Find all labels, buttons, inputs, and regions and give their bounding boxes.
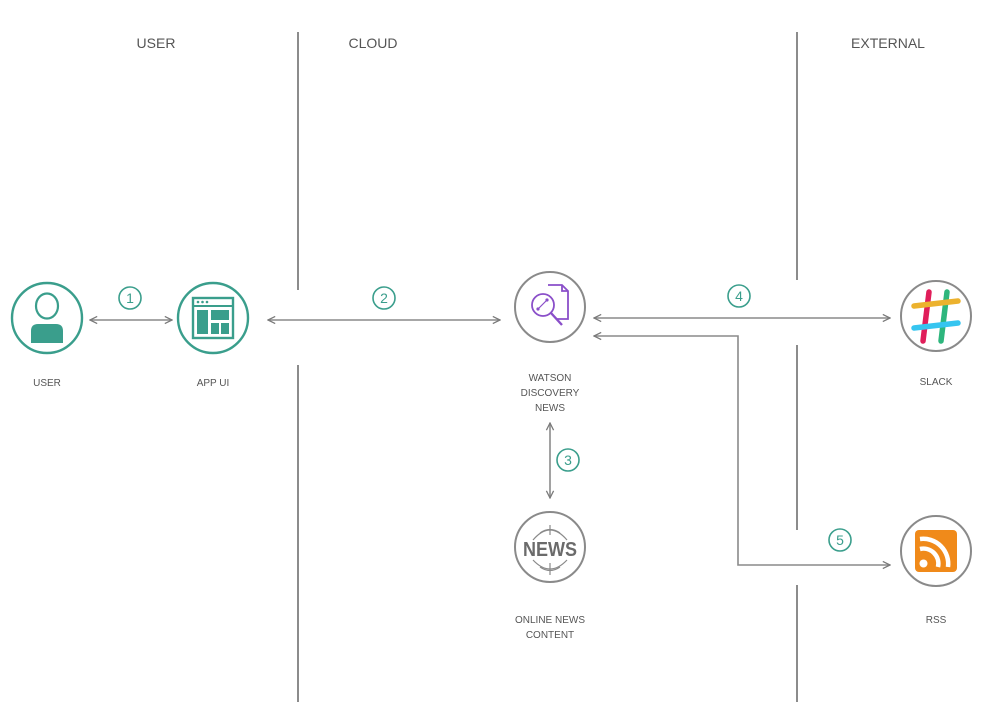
- step-number: 3: [564, 452, 572, 468]
- app-window-icon: [191, 296, 235, 340]
- discovery-magnifier-icon: [531, 284, 569, 326]
- connectors: [90, 318, 890, 565]
- slack-hash-icon: [911, 289, 961, 344]
- zone-label-cloud: CLOUD: [348, 35, 397, 51]
- step-badge-3: 3: [556, 448, 580, 472]
- step-number: 5: [836, 532, 844, 548]
- zone-label-external: EXTERNAL: [851, 35, 925, 51]
- slack-label: SLACK: [920, 377, 953, 388]
- step-badge-2: 2: [372, 286, 396, 310]
- step-badge-4: 4: [727, 284, 751, 308]
- watson-label-line-2: DISCOVERY: [521, 388, 580, 399]
- news-label-line-1: ONLINE NEWS: [515, 615, 585, 626]
- user-label: USER: [33, 378, 61, 389]
- rss-label: RSS: [926, 615, 947, 626]
- watson-label-line-3: NEWS: [535, 403, 565, 414]
- app-ui-node: APP UI: [176, 281, 250, 389]
- step-number: 4: [735, 288, 743, 304]
- step-badge-1: 1: [118, 286, 142, 310]
- online-news-content-node: NEWS ONLINE NEWS CONTENT: [514, 511, 586, 641]
- watson-label-line-1: WATSON: [529, 373, 572, 384]
- slack-node: SLACK: [900, 280, 972, 388]
- app-ui-label: APP UI: [197, 378, 230, 389]
- user-node: USER: [10, 281, 84, 389]
- step-number: 1: [126, 290, 134, 306]
- step-badge-5: 5: [828, 528, 852, 552]
- rss-node: RSS: [900, 515, 972, 626]
- step-number: 2: [380, 290, 388, 306]
- news-icon-text: NEWS: [523, 539, 577, 561]
- zone-label-user: USER: [137, 35, 176, 51]
- watson-discovery-news-node: WATSON DISCOVERY NEWS: [514, 271, 586, 414]
- globe-icon: [532, 525, 568, 575]
- news-label-line-2: CONTENT: [526, 630, 574, 641]
- zone-dividers: [297, 32, 798, 702]
- rss-feed-icon: [915, 530, 957, 572]
- user-avatar-icon: [31, 292, 63, 343]
- connector-watson-rss: [594, 336, 890, 565]
